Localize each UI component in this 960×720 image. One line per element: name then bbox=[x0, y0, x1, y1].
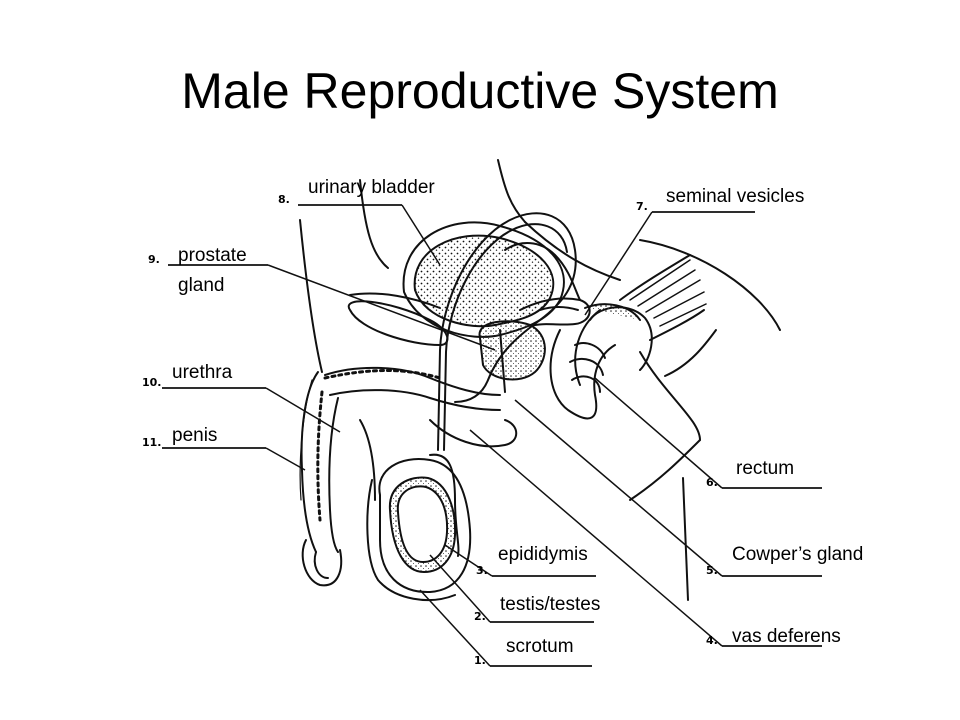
label-number-prostate-gland: 9. bbox=[148, 253, 160, 266]
label-number-testis: 2. bbox=[474, 610, 486, 623]
label-scrotum: scrotum bbox=[506, 636, 574, 657]
label-testis: testis/testes bbox=[500, 594, 601, 615]
label-urethra: urethra bbox=[172, 362, 233, 383]
label-epididymis: epididymis bbox=[498, 544, 588, 565]
label-number-rectum: 6. bbox=[706, 476, 718, 489]
label-vas-deferens: vas deferens bbox=[732, 626, 841, 647]
label-number-cowpers-gland: 5. bbox=[706, 564, 718, 577]
label-rectum: rectum bbox=[736, 458, 795, 479]
label-seminal-vesicles: seminal vesicles bbox=[666, 186, 805, 207]
label-number-vas-deferens: 4. bbox=[706, 634, 718, 647]
label-cowpers-gland: Cowper’s gland bbox=[732, 544, 864, 565]
label-penis: penis bbox=[172, 425, 218, 446]
label-number-scrotum: 1. bbox=[474, 654, 486, 667]
label-number-seminal-vesicles: 7. bbox=[636, 200, 648, 213]
label-number-urethra: 10. bbox=[142, 376, 162, 389]
diagram-title: Male Reproductive System bbox=[181, 63, 779, 119]
label-number-urinary-bladder: 8. bbox=[278, 193, 290, 206]
label-prostate-gland: prostate gland bbox=[178, 245, 247, 296]
label-number-epididymis: 3. bbox=[476, 564, 488, 577]
label-urinary-bladder: urinary bladder bbox=[308, 177, 435, 198]
label-number-penis: 11. bbox=[142, 436, 162, 449]
